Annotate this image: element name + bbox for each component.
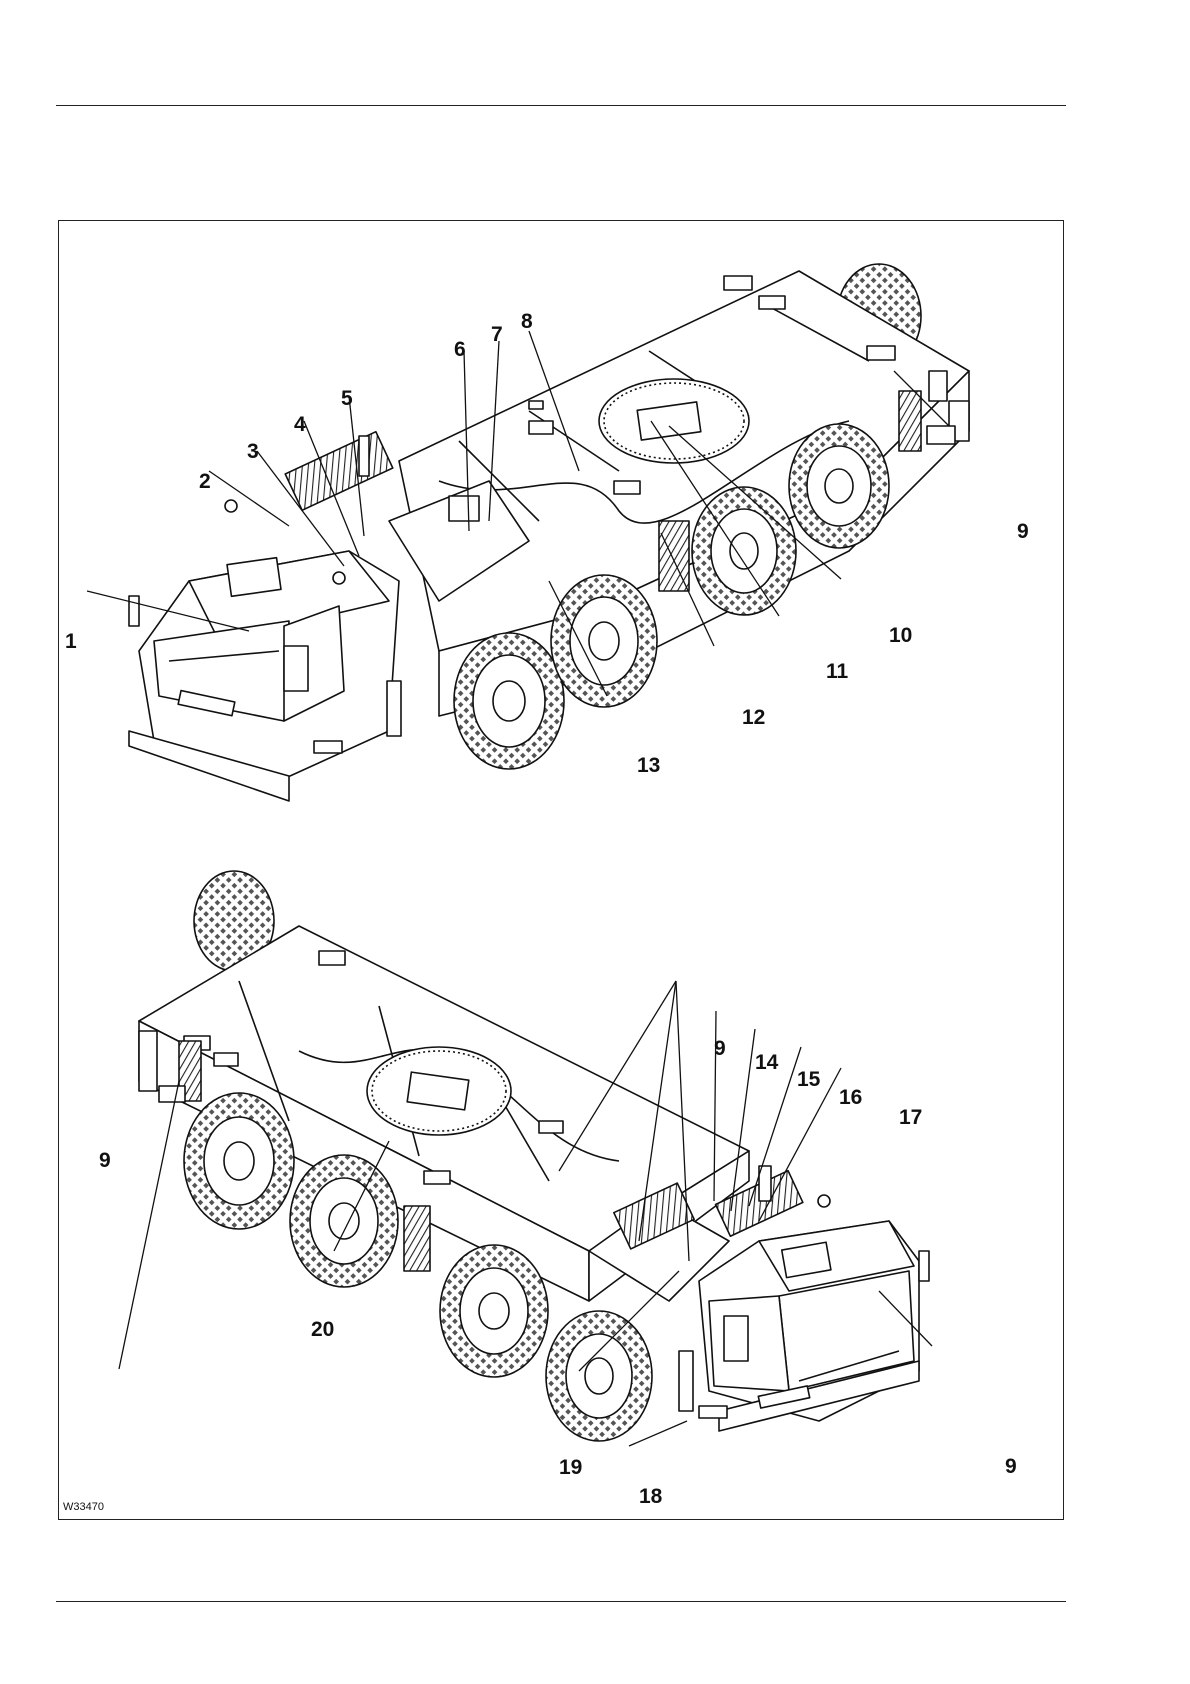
callout-5: 5 <box>341 388 353 409</box>
callout-12: 12 <box>742 707 765 728</box>
callout-6: 6 <box>454 339 466 360</box>
callout-2: 2 <box>199 471 211 492</box>
crane-illustration <box>59 221 1065 1521</box>
callout-15: 15 <box>797 1069 820 1090</box>
callout-3: 3 <box>247 441 259 462</box>
callout-18: 18 <box>639 1486 662 1507</box>
crane-carrier-top-view <box>129 264 969 801</box>
crane-carrier-rear-view <box>139 871 929 1441</box>
callout-9-group: 9 <box>714 1038 726 1059</box>
callout-4: 4 <box>294 414 306 435</box>
header-rule <box>56 105 1066 106</box>
callout-13: 13 <box>637 755 660 776</box>
callout-9-top: 9 <box>1017 521 1029 542</box>
callout-1: 1 <box>65 631 77 652</box>
callout-8: 8 <box>521 311 533 332</box>
callout-7: 7 <box>491 324 503 345</box>
figure-frame: 1 2 3 4 5 6 7 8 9 10 11 12 13 9 9 14 15 … <box>58 220 1064 1520</box>
callout-9-left: 9 <box>99 1150 111 1171</box>
callout-17: 17 <box>899 1107 922 1128</box>
figure-id: W33470 <box>63 1501 104 1513</box>
callout-20: 20 <box>311 1319 334 1340</box>
footer-rule <box>56 1601 1066 1602</box>
callout-16: 16 <box>839 1087 862 1108</box>
callout-10: 10 <box>889 625 912 646</box>
callout-11: 11 <box>826 661 848 682</box>
callout-9-front: 9 <box>1005 1456 1017 1477</box>
callout-14: 14 <box>755 1052 778 1073</box>
callout-19: 19 <box>559 1457 582 1478</box>
